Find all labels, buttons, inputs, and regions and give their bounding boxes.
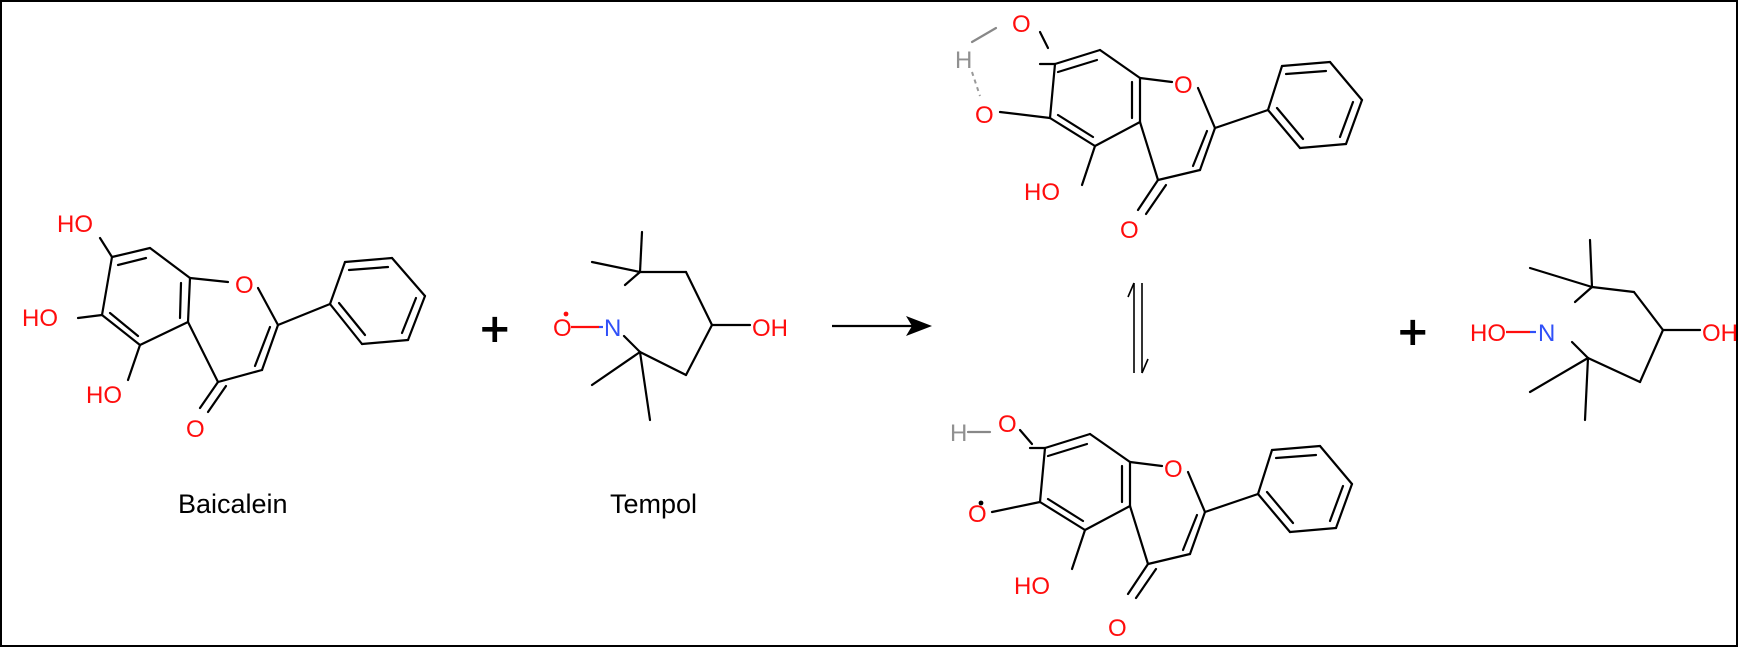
baicalein-oh6-label: HO <box>22 305 58 332</box>
product-bottom-carbonyl: O <box>1108 615 1127 642</box>
hydroxylamine-bonds <box>1528 238 1702 422</box>
product-bottom-oh5: HO <box>1014 573 1050 600</box>
product-top-molecule: H O O O HO O <box>955 11 1364 244</box>
hydroxylamine-nitrogen: N <box>1538 320 1555 347</box>
plus-sign-1: + <box>478 306 512 352</box>
reaction-arrow <box>832 316 932 336</box>
product-top-ring-oxygen: O <box>1174 72 1193 99</box>
tempol-bonds <box>590 230 752 422</box>
product-bottom-o6-radical: O <box>968 501 987 528</box>
hydroxylamine-hydroxyl: OH <box>1702 320 1738 347</box>
tempol-nitrogen: N <box>604 315 621 342</box>
product-bottom-molecule: H O O O HO O <box>950 411 1354 642</box>
tempol-hydroxyl: OH <box>752 315 788 342</box>
product-bottom-ring-oxygen: O <box>1164 456 1183 483</box>
tempol-oxygen-radical: O <box>553 315 572 342</box>
baicalein-ring-oxygen: O <box>235 272 254 299</box>
product-bottom-radical-dot <box>978 500 984 506</box>
product-top-oh5: HO <box>1024 179 1060 206</box>
baicalein-bonds <box>76 236 427 414</box>
product-bottom-hydrogen: H <box>950 420 967 447</box>
product-top-bonds <box>970 26 1364 216</box>
product-bottom-bonds <box>966 428 1354 600</box>
baicalein-carbonyl-oxygen: O <box>186 416 205 443</box>
hydroxylamine-molecule: HO N OH <box>1470 238 1738 422</box>
baicalein-caption: Baicalein <box>178 489 288 519</box>
product-top-o6-radical: O <box>975 102 994 129</box>
tempol-molecule: O N OH Tempol <box>553 230 788 519</box>
plus-sign-2: + <box>1396 309 1430 355</box>
tempol-radical-dot <box>563 311 569 317</box>
baicalein-oh5-label: HO <box>86 382 122 409</box>
tempol-caption: Tempol <box>610 489 697 519</box>
equilibrium-arrows <box>1127 282 1149 374</box>
baicalein-molecule: HO HO HO O O Baicalein <box>22 211 427 519</box>
product-bottom-o7: O <box>998 411 1017 438</box>
baicalein-oh7-label: HO <box>57 211 93 238</box>
product-top-o7: O <box>1012 11 1031 38</box>
hydroxylamine-ho-label: HO <box>1470 320 1506 347</box>
product-top-hydrogen: H <box>955 47 972 74</box>
product-top-carbonyl: O <box>1120 217 1139 244</box>
